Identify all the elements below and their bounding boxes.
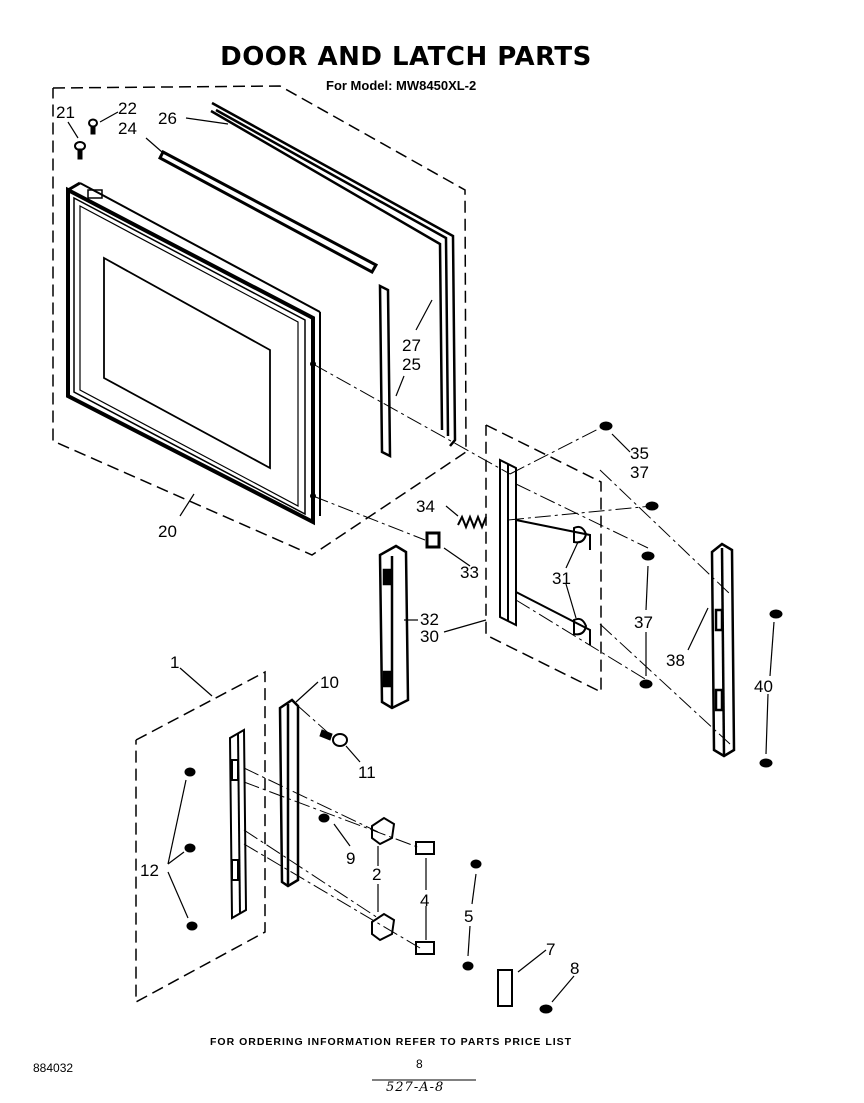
hinge-group-frame bbox=[135, 670, 266, 1004]
handle-32 bbox=[378, 544, 410, 710]
callout-10: 10 bbox=[320, 673, 339, 692]
callout-4: 4 bbox=[420, 891, 429, 910]
callout-7: 7 bbox=[546, 940, 555, 959]
part-33-slider bbox=[425, 531, 441, 549]
part-10-bar bbox=[278, 698, 300, 888]
callout-25: 25 bbox=[402, 355, 421, 374]
callout-34: 34 bbox=[416, 497, 435, 516]
callout-9: 9 bbox=[346, 849, 355, 868]
callout-30: 30 bbox=[420, 627, 439, 646]
hinge-small-parts bbox=[371, 816, 513, 1007]
callout-5: 5 bbox=[464, 907, 473, 926]
part-38-bar bbox=[710, 542, 736, 758]
screws-35-37-40 bbox=[599, 421, 783, 768]
callout-labels: 21 22 24 26 27 25 20 35 37 34 33 31 32 3… bbox=[56, 99, 773, 978]
latch-group-frame bbox=[485, 424, 602, 694]
callout-31: 31 bbox=[552, 569, 571, 588]
callout-35: 35 bbox=[630, 444, 649, 463]
callout-37-mid: 37 bbox=[634, 613, 653, 632]
spring-34 bbox=[457, 514, 487, 530]
part-26-seal bbox=[210, 101, 457, 447]
door-group-frame bbox=[52, 85, 467, 556]
callout-33: 33 bbox=[460, 563, 479, 582]
callout-37-top: 37 bbox=[630, 463, 649, 482]
handwritten-note: 527-A-8 bbox=[386, 1080, 445, 1095]
callout-20: 20 bbox=[158, 522, 177, 541]
callout-2: 2 bbox=[372, 865, 381, 884]
model-subtitle: For Model: MW8450XL-2 bbox=[326, 78, 477, 93]
screw-21 bbox=[74, 141, 86, 160]
callout-8: 8 bbox=[570, 959, 579, 978]
callout-27: 27 bbox=[402, 336, 421, 355]
screw-22 bbox=[88, 118, 98, 135]
hinge-plate bbox=[228, 728, 248, 920]
hinge-alignment-lines bbox=[243, 705, 421, 949]
page-title: DOOR AND LATCH PARTS bbox=[220, 42, 592, 72]
callout-32: 32 bbox=[420, 610, 439, 629]
callout-21: 21 bbox=[56, 103, 75, 122]
callout-12: 12 bbox=[140, 861, 159, 880]
callout-22: 22 bbox=[118, 99, 137, 118]
callout-1: 1 bbox=[170, 653, 179, 672]
callout-40: 40 bbox=[754, 677, 773, 696]
door-frame bbox=[66, 181, 321, 526]
hinge-screws bbox=[184, 767, 553, 1014]
callout-24: 24 bbox=[118, 119, 137, 138]
latch-hook-31 bbox=[573, 525, 588, 636]
callout-11: 11 bbox=[358, 763, 376, 782]
latch-plate bbox=[499, 458, 591, 645]
callout-26: 26 bbox=[158, 109, 177, 128]
alignment-lines bbox=[312, 363, 731, 745]
leader-lines bbox=[67, 111, 775, 1003]
page-number: 8 bbox=[416, 1057, 423, 1071]
document-number: 884032 bbox=[33, 1061, 74, 1075]
callout-38: 38 bbox=[666, 651, 685, 670]
ordering-footer: FOR ORDERING INFORMATION REFER TO PARTS … bbox=[210, 1036, 573, 1048]
part-25-strip bbox=[378, 283, 392, 459]
part-24-strip bbox=[158, 149, 379, 275]
